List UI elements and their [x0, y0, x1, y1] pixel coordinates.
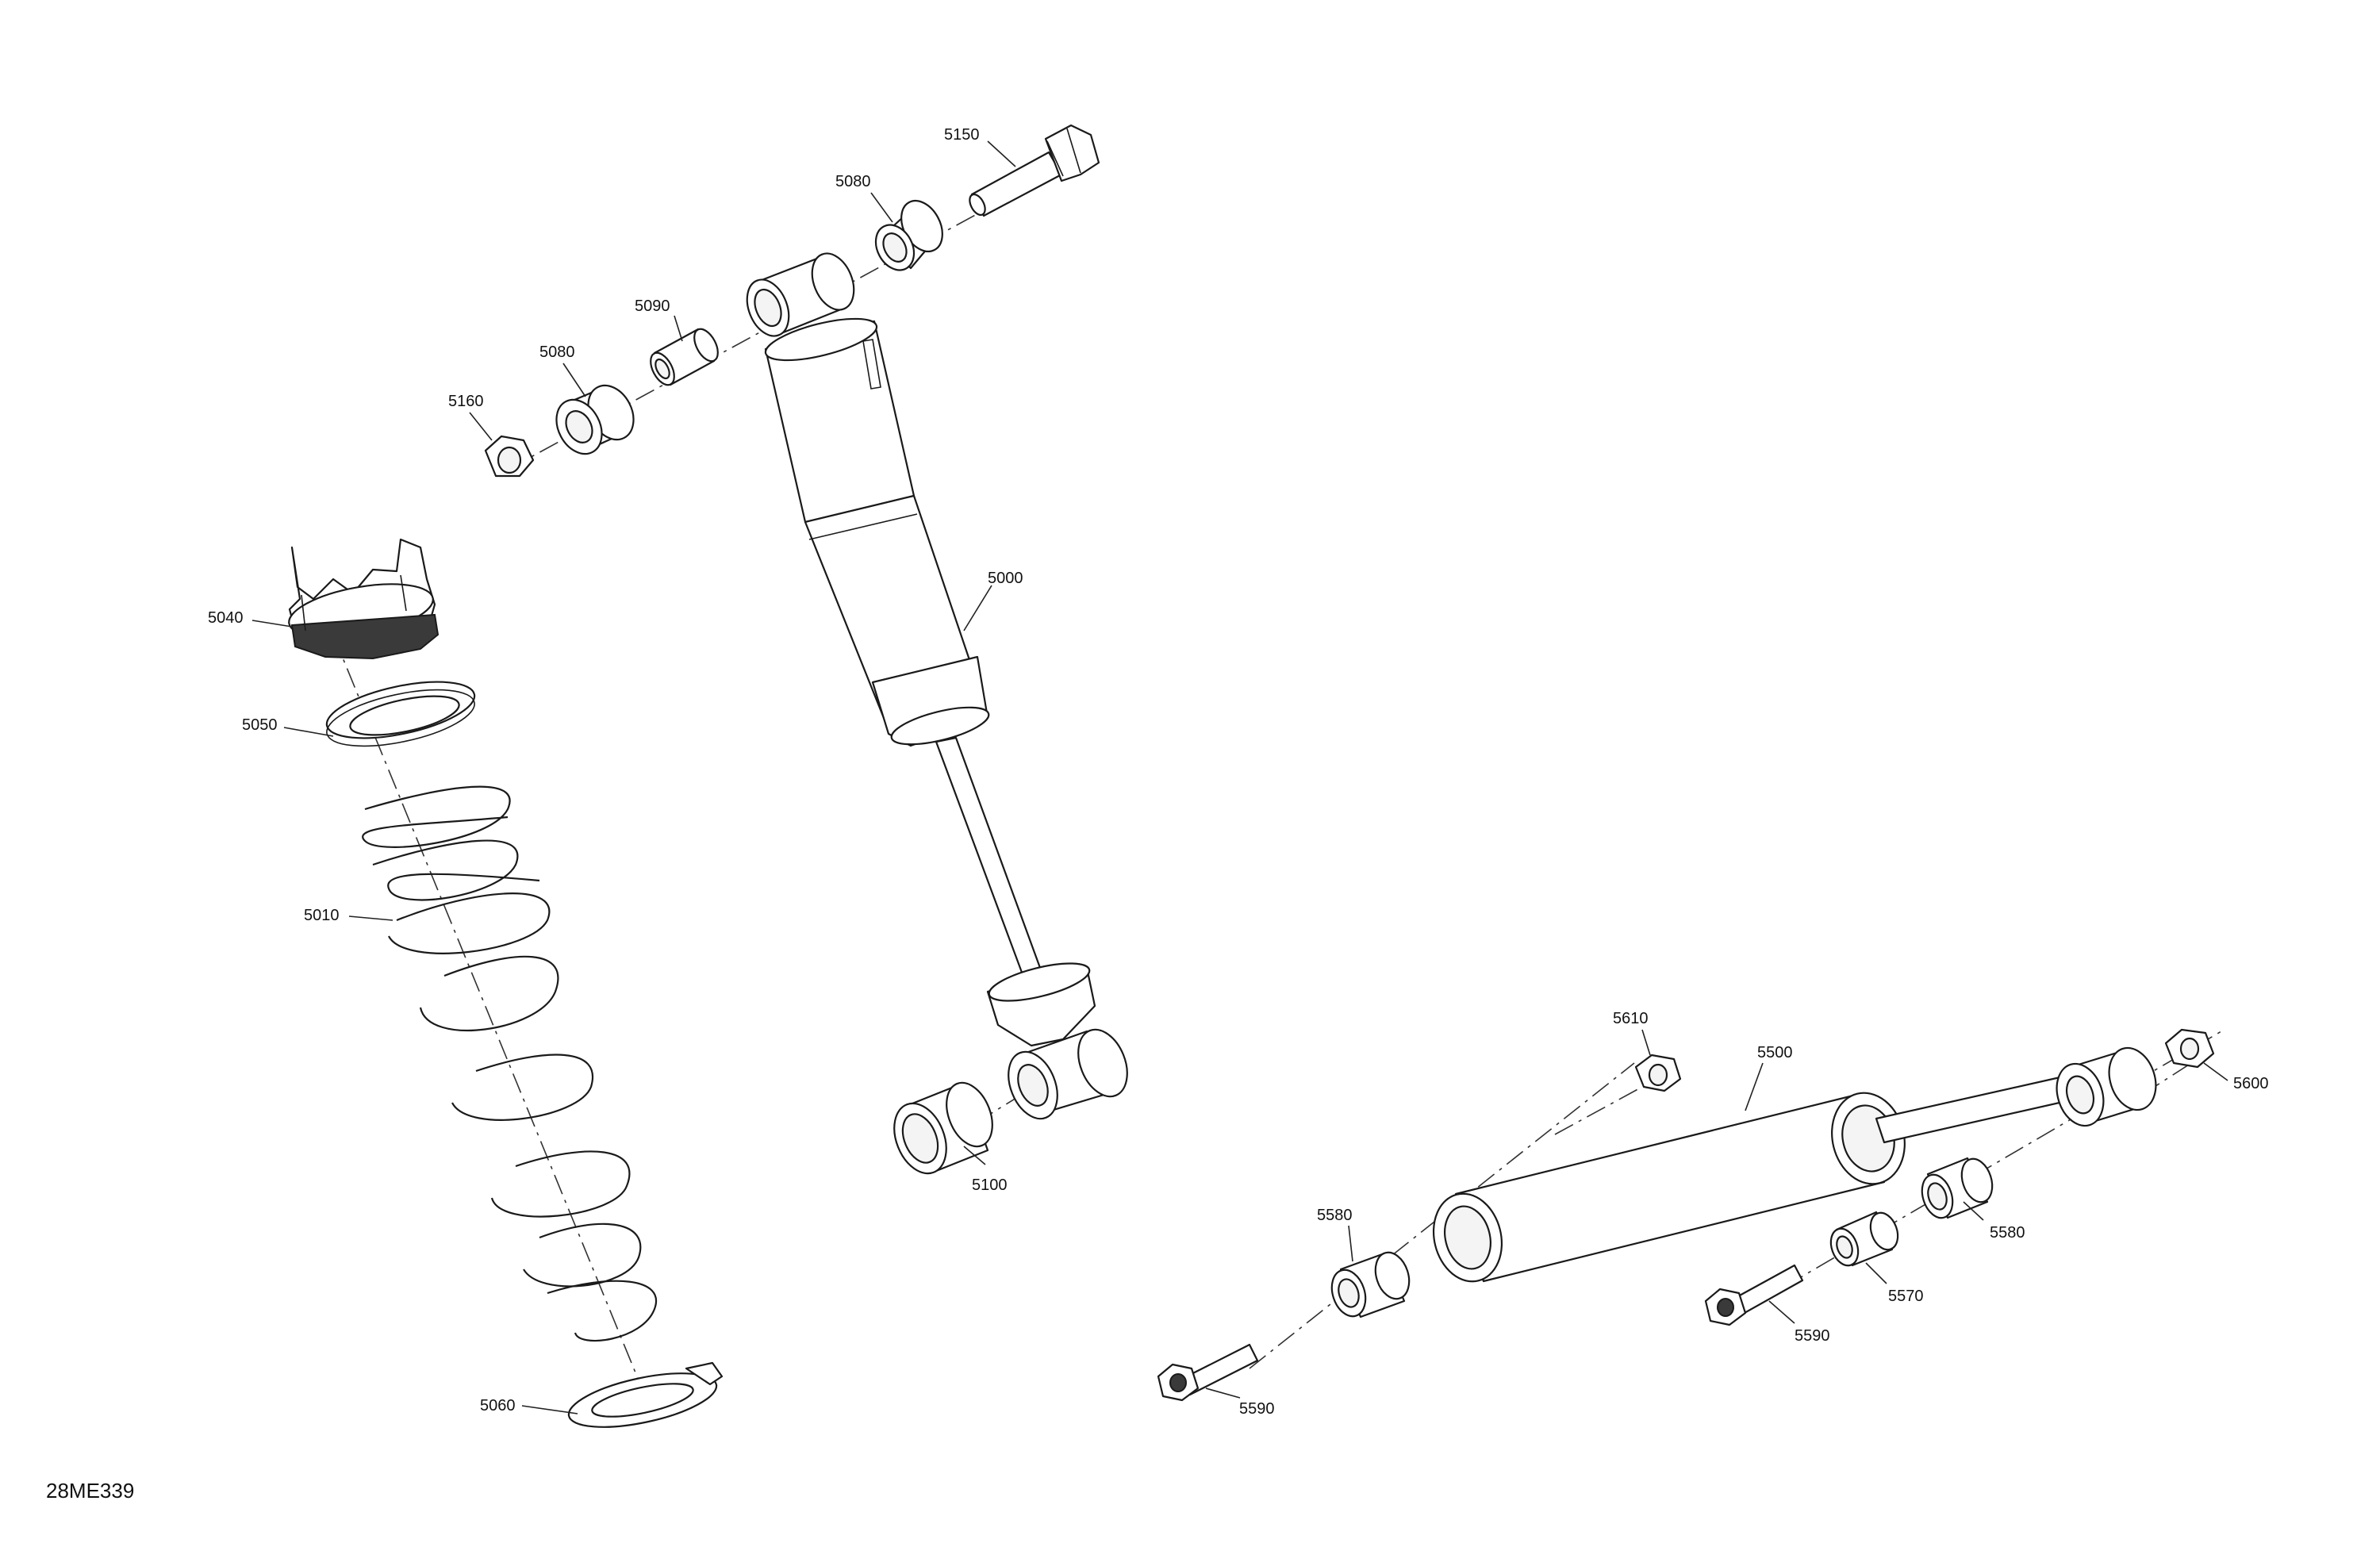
callout-5010: 5010 — [304, 907, 340, 924]
part-5090-spacer-sleeve[interactable] — [646, 325, 723, 389]
part-5000-shock-absorber[interactable] — [762, 310, 1136, 1126]
part-5500-rear-shock[interactable] — [1425, 1042, 2163, 1288]
callout-5100: 5100 — [972, 1176, 1008, 1194]
part-5610-nut[interactable] — [1634, 1054, 1682, 1092]
part-5160-nut[interactable] — [484, 435, 535, 478]
callout-5090: 5090 — [635, 297, 670, 315]
part-5050-spring-seat[interactable] — [322, 671, 479, 757]
part-5590-right-bolt[interactable] — [1704, 1264, 1804, 1326]
callout-labels: 5150 5080 5090 5080 5160 5000 5040 5050 … — [208, 126, 2269, 1418]
figure-code: 28ME339 — [46, 1479, 134, 1503]
callout-5590-right: 5590 — [1795, 1327, 1830, 1345]
part-5150-bolt[interactable] — [966, 124, 1100, 217]
shock-upper-eye — [746, 252, 855, 337]
part-5060-lower-retainer[interactable] — [564, 1361, 724, 1437]
callout-5610: 5610 — [1613, 1010, 1649, 1027]
callout-5570: 5570 — [1888, 1288, 1924, 1305]
part-5580-right-sleeve[interactable] — [1917, 1155, 1998, 1222]
part-5590-left-bolt[interactable] — [1157, 1343, 1259, 1402]
callout-5600: 5600 — [2233, 1075, 2269, 1092]
part-5080-lower-flange-bushing[interactable] — [547, 378, 643, 462]
leader-lines — [251, 140, 2228, 1414]
callout-5060: 5060 — [480, 1397, 516, 1414]
part-5580-left-sleeve[interactable] — [1326, 1248, 1415, 1320]
callout-5580-left: 5580 — [1317, 1207, 1353, 1224]
callout-5150: 5150 — [944, 126, 980, 144]
part-5100-lower-bushing[interactable] — [885, 1076, 1001, 1181]
part-5600-nut[interactable] — [2164, 1028, 2215, 1069]
callout-5160: 5160 — [448, 393, 484, 410]
callout-5500: 5500 — [1757, 1044, 1793, 1061]
part-5010-coil-spring[interactable] — [362, 785, 657, 1342]
callout-5080-lower: 5080 — [539, 344, 575, 361]
part-5040-spring-retainer[interactable] — [285, 538, 440, 660]
callout-5000: 5000 — [988, 570, 1023, 587]
callout-5050: 5050 — [242, 716, 278, 734]
callout-5040: 5040 — [208, 609, 244, 627]
callout-5590-left: 5590 — [1239, 1400, 1275, 1418]
callout-5080-upper: 5080 — [835, 173, 871, 190]
part-5570-bushing[interactable] — [1826, 1209, 1902, 1269]
callout-5580-right: 5580 — [1990, 1224, 2025, 1242]
part-5080-upper-flange-bushing[interactable] — [868, 194, 950, 277]
